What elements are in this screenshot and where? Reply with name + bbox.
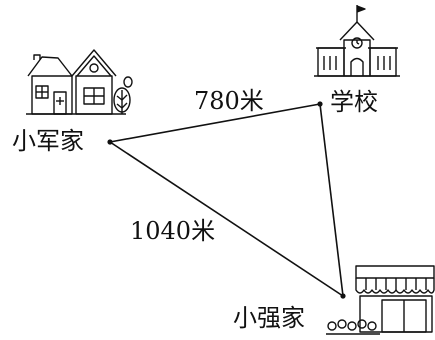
vertex-xiaojun: [107, 139, 113, 145]
vertex-school: [317, 101, 323, 107]
label-xiaoqiang-home: 小强家: [233, 304, 305, 332]
edge-xiaojun-xiaoqiang: [109, 141, 344, 297]
school-icon: [314, 5, 400, 77]
house-icon: [26, 49, 133, 115]
label-distance-xiaojun-xiaoqiang: 1040米: [130, 217, 216, 245]
vertex-xiaoqiang: [340, 293, 346, 299]
label-xiaojun-home: 小军家: [12, 127, 84, 155]
shop-icon: [326, 265, 435, 335]
edge-school-xiaoqiang: [319, 103, 344, 297]
label-distance-xiaojun-school: 780米: [194, 87, 264, 115]
edge-xiaojun-school: [109, 103, 321, 143]
label-school: 学校: [330, 88, 378, 116]
